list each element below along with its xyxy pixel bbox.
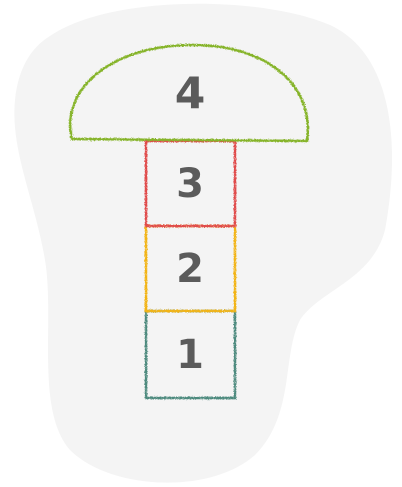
dome-4-number: 4 — [175, 69, 206, 120]
background-blob — [14, 3, 393, 483]
square-3-number: 3 — [176, 161, 204, 207]
hopscotch-dome-4: 4 — [69, 43, 310, 143]
hopscotch-square-3: 3 — [144, 139, 237, 228]
square-1-number: 1 — [176, 332, 204, 378]
square-2-number: 2 — [176, 246, 204, 292]
